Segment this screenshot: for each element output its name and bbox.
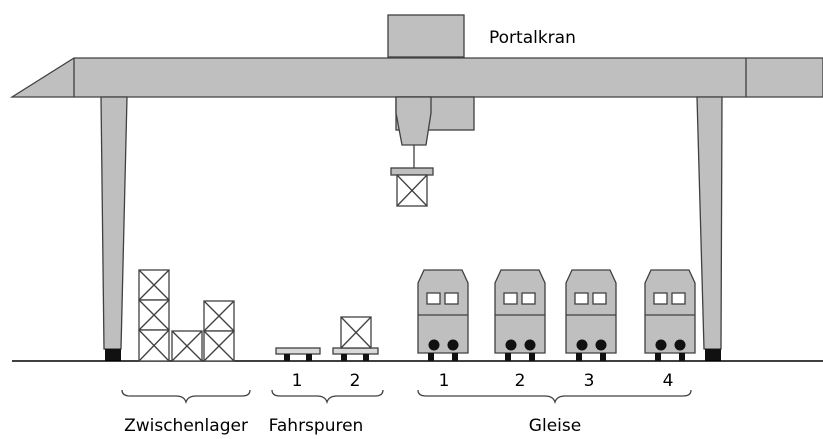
rail-car — [494, 269, 546, 361]
storage-container — [138, 269, 170, 301]
rail-car-wheel — [595, 339, 607, 351]
rail-car-wheel — [447, 339, 459, 351]
storage-container — [203, 330, 235, 362]
storage-container — [138, 329, 170, 362]
hanging-container — [396, 174, 428, 207]
crane-girder — [9, 57, 823, 98]
storage-stack — [138, 269, 235, 362]
crane-leg-right-foot — [705, 349, 721, 361]
lane-number-2: 2 — [350, 371, 361, 391]
rail-car-bogie — [428, 353, 434, 361]
rail-car — [417, 269, 469, 361]
storage-container — [203, 300, 235, 332]
crane-leg-left-foot — [105, 349, 121, 361]
rail-car-wheel — [674, 339, 686, 351]
tracks-label: Gleise — [529, 416, 581, 436]
crane-spreader — [390, 167, 434, 176]
rail-car — [644, 269, 696, 361]
rail-car-wheel — [576, 339, 588, 351]
storage-container — [138, 299, 170, 331]
track-number-2: 2 — [515, 371, 526, 391]
brace-tracks — [417, 389, 692, 405]
rail-car-wheel — [505, 339, 517, 351]
rail-car-wheel — [655, 339, 667, 351]
crane-trolley — [387, 14, 465, 58]
truck-lane-2 — [332, 316, 379, 361]
rail-car-wheel — [428, 339, 440, 351]
rail-car-wheel — [524, 339, 536, 351]
rail-car-bogie — [529, 353, 535, 361]
truck-lane-1 — [275, 347, 321, 361]
rail-cars — [417, 269, 696, 361]
track-number-3: 3 — [584, 371, 595, 391]
rail-car-bogie — [505, 353, 511, 361]
rail-car-bogie — [576, 353, 582, 361]
crane-leg-left — [100, 96, 128, 350]
lanes-label: Fahrspuren — [269, 416, 364, 436]
crane-hoist — [395, 96, 432, 146]
rail-car-bogie — [600, 353, 606, 361]
rail-car-bogie — [679, 353, 685, 361]
rail-car — [565, 269, 617, 361]
track-number-4: 4 — [663, 371, 674, 391]
rail-car-bogie — [655, 353, 661, 361]
crane-leg-right — [696, 96, 723, 350]
brace-storage — [121, 389, 251, 405]
track-number-1: 1 — [439, 371, 450, 391]
rail-car-bogie — [452, 353, 458, 361]
lane-number-1: 1 — [292, 371, 303, 391]
crane-label: Portalkran — [489, 28, 576, 48]
storage-label: Zwischenlager — [124, 416, 248, 436]
storage-container — [171, 330, 203, 362]
brace-lanes — [271, 389, 384, 405]
